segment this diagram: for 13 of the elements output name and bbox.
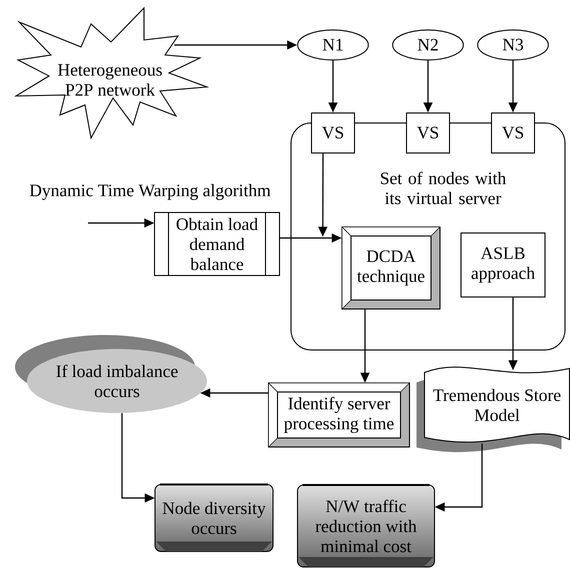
starburst: Heterogeneous P2P network [14,6,210,140]
oval-node: If load imbalance occurs [15,334,207,413]
oval-node: N3 [477,29,549,60]
process-box: Node diversity occurs [154,483,274,552]
oval-node: N2 [392,29,464,60]
annotation-text: Dynamic Time Warping algorithm [30,184,270,200]
process-box: VS [491,112,535,154]
process-box: VS [311,112,355,154]
oval-node: N1 [297,29,369,60]
process-box: VS [406,112,450,154]
subroutine-box: Obtain load demand balance [154,212,280,276]
process-box: N/W traffic reduction with minimal cost [297,484,435,568]
process-box: ASLB approach [460,232,546,298]
